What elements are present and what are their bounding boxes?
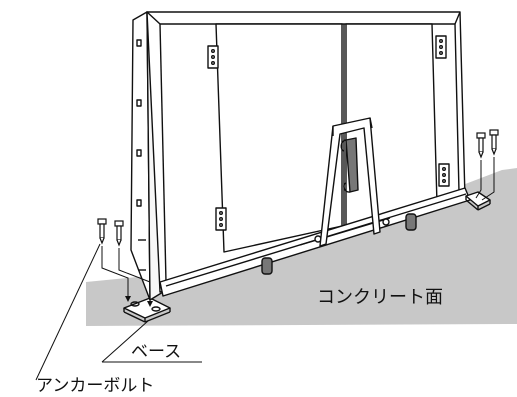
anchor-bolt <box>476 132 486 159</box>
caster <box>405 213 417 231</box>
door-handle <box>345 137 359 193</box>
caster <box>261 257 273 275</box>
stand-frame <box>319 117 381 247</box>
anchor-bolt-label: アンカーボルト <box>36 376 154 396</box>
hinge <box>215 207 227 231</box>
concrete-surface-label: コンクリート面 <box>317 287 443 308</box>
hinge <box>435 35 447 59</box>
anchor-bolt <box>489 129 499 156</box>
anchor-bolt <box>114 220 124 247</box>
display-unit <box>123 11 491 323</box>
hinge <box>207 45 219 69</box>
anchor-bolt <box>97 218 107 245</box>
insertion-guides <box>101 157 495 303</box>
hinge <box>438 163 450 187</box>
leader-lines <box>35 243 202 381</box>
guide-arrowheads <box>125 296 153 307</box>
base-label: ベース <box>131 342 181 362</box>
